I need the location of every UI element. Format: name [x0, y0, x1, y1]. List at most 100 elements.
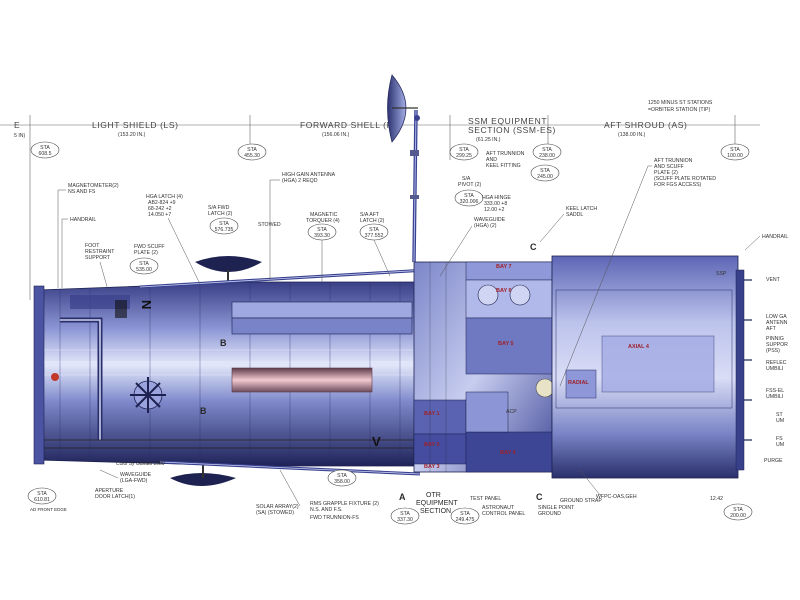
svg-text:STA: STA [247, 147, 257, 153]
callout-dim-12: 12.42 [710, 496, 723, 502]
callout-pinning-1: PINNIG [766, 336, 784, 342]
callout-fwd-scuff-1: FWD SCUFF [134, 244, 165, 250]
bay-1-label: BAY 1 [424, 411, 440, 417]
svg-text:N: N [139, 300, 154, 309]
callout-aft-trunnion-keel-3: KEEL FITTING [486, 163, 521, 169]
leader-line [57, 189, 66, 288]
leader-line [99, 469, 119, 479]
svg-text:299.25: 299.25 [456, 153, 472, 159]
callout-foot-restraint-2: RESTRAINT [85, 249, 115, 255]
left-edge-length: 5 IN) [14, 133, 26, 139]
station-oval-top-2: STA 455.30 [237, 143, 267, 161]
callout-rms-grapple-2: N.S. AND F.S. [310, 507, 343, 513]
callout-aft-scuff-1: AFT TRUNNION [654, 158, 693, 164]
svg-text:STA: STA [733, 507, 743, 513]
svg-text:610.81: 610.81 [34, 497, 50, 503]
callout-low-gain-1: LOW GA [766, 314, 787, 320]
callout-ground-strap: GROUND STRAP [560, 498, 602, 504]
station-oval-top-3: STA 299.25 [449, 143, 479, 161]
section-a-mark: A [399, 492, 406, 502]
section-forward-shell-length: (156.06 IN.) [322, 132, 350, 138]
callout-sa-aft-latch-1: S/A AFT [360, 212, 380, 218]
section-ssm-equipment: SSM EQUIPMENT [468, 116, 547, 126]
section-c-bottom: C [536, 492, 543, 502]
callout-aft-trunnion-keel-1: AFT TRUNNION [486, 151, 525, 157]
svg-text:393.30: 393.30 [314, 233, 330, 239]
header-top-right-1: 1250 MINUS ST STATIONS [648, 100, 713, 106]
acp-label: ACP [506, 409, 517, 415]
callout-sa-fwd-latch-2: LATCH (2) [208, 211, 233, 217]
header-top-right-2: =ORBITER STATION (TIP) [648, 107, 710, 113]
station-oval-bottom-4: STA 249.475 [450, 507, 480, 525]
station-oval-top-1: STA 608.5 [30, 141, 60, 159]
leader-line [439, 225, 473, 277]
section-b-mark-2: B [220, 338, 227, 348]
callout-hga-1: HIGH GAIN ANTENNA [282, 172, 336, 178]
ssp-label: SSP [716, 271, 727, 277]
svg-text:STA: STA [460, 511, 470, 517]
bay-4-label: BAY 4 [500, 450, 517, 456]
station-oval-bottom-1: STA 610.81 [27, 487, 57, 505]
leader-line [559, 165, 652, 387]
callout-magnetometer-1: MAGNETOMETER(2) [68, 183, 119, 189]
callout-fs-um-2: UM [776, 442, 784, 448]
leader-line [373, 239, 391, 277]
svg-text:535.00: 535.00 [136, 267, 152, 273]
station-oval-mid-3: STA 377.552 [359, 223, 389, 241]
callout-fwd-trunnion: FWD TRUNNION-FS [310, 515, 359, 521]
callout-fss-el-1: FSS-EL [766, 388, 784, 394]
section-aft-shroud-length: (138.00 IN.) [618, 132, 646, 138]
svg-text:608.5: 608.5 [39, 151, 52, 157]
bay-7-label: BAY 7 [496, 264, 512, 270]
svg-text:100.00: 100.00 [727, 153, 743, 159]
callout-aperture-door-2: DOOR LATCH(1) [95, 494, 135, 500]
leader-line [579, 469, 601, 496]
callout-otr-1: OTR [426, 492, 441, 499]
svg-text:320.006: 320.006 [460, 199, 479, 205]
callout-reflect-1: REFLEC [766, 360, 787, 366]
station-oval-mid-4: STA 320.006 [454, 189, 484, 207]
svg-text:STA: STA [730, 147, 740, 153]
svg-text:337.30: 337.30 [397, 517, 413, 523]
axial-label: AXIAL 4 [628, 344, 650, 350]
svg-text:STA: STA [139, 261, 149, 267]
callout-otr-2: EQUIPMENT [416, 500, 458, 507]
callout-hga-latch-4: 14.050 +7 [148, 212, 171, 218]
callout-hga-latch-1: HGA LATCH (4) [146, 194, 183, 200]
section-ssm-length: (61.25 IN.) [476, 137, 501, 143]
telescope-main-tube: N V [33, 266, 461, 476]
callout-mag-torquer-1: MAGNETIC [310, 212, 338, 218]
callout-keel-latch-2: SADDL [566, 212, 583, 218]
callout-fs-um-1: FS [776, 436, 783, 442]
leader-line [269, 179, 280, 280]
svg-text:238.00: 238.00 [539, 153, 555, 159]
leader-line [61, 218, 68, 288]
callout-st-um-2: UM [776, 418, 784, 424]
callout-st-um-1: ST [776, 412, 783, 418]
svg-text:249.475: 249.475 [456, 517, 475, 523]
callout-aft-scuff-3: PLATE (2) [654, 170, 678, 176]
callout-foot-restraint-1: FOOT [85, 243, 100, 249]
station-oval-mid-1: STA 576.735 [209, 217, 239, 235]
svg-text:200.00: 200.00 [730, 513, 746, 519]
svg-text:STA: STA [37, 491, 47, 497]
section-c-top: C [530, 242, 537, 252]
station-oval-mid-2: STA 393.30 [307, 223, 337, 241]
leader-line [99, 261, 109, 291]
callout-sa-aft-latch-2: LATCH (2) [360, 218, 385, 224]
callout-fwd-scuff-2: PLATE (2) [134, 250, 158, 256]
svg-text:STA: STA [542, 147, 552, 153]
callout-solar-array-1: SOLAR ARRAY(2) [256, 504, 299, 510]
station-oval-bottom-3: STA 337.30 [390, 507, 420, 525]
artist-signature: Color by Gaffaid 1989 [116, 461, 165, 467]
station-oval-bottom-5: STA 200.00 [723, 503, 753, 521]
svg-text:STA: STA [464, 193, 474, 199]
callout-handrail-left: HANDRAIL [70, 217, 96, 223]
callout-aft-scuff-4: (SCUFF PLATE ROTATED [654, 176, 716, 182]
callout-hga-latch-2: AB2-824 +9 [148, 200, 176, 206]
callout-solar-array-2: (SA) (STOWED) [256, 510, 294, 516]
section-aft-shroud: AFT SHROUD (AS) [604, 120, 687, 130]
section-light-shield: LIGHT SHIELD (LS) [92, 120, 179, 130]
bay-3-label: BAY 3 [424, 464, 440, 470]
callout-hga-latch-3: 68-242 +2 [148, 206, 172, 212]
